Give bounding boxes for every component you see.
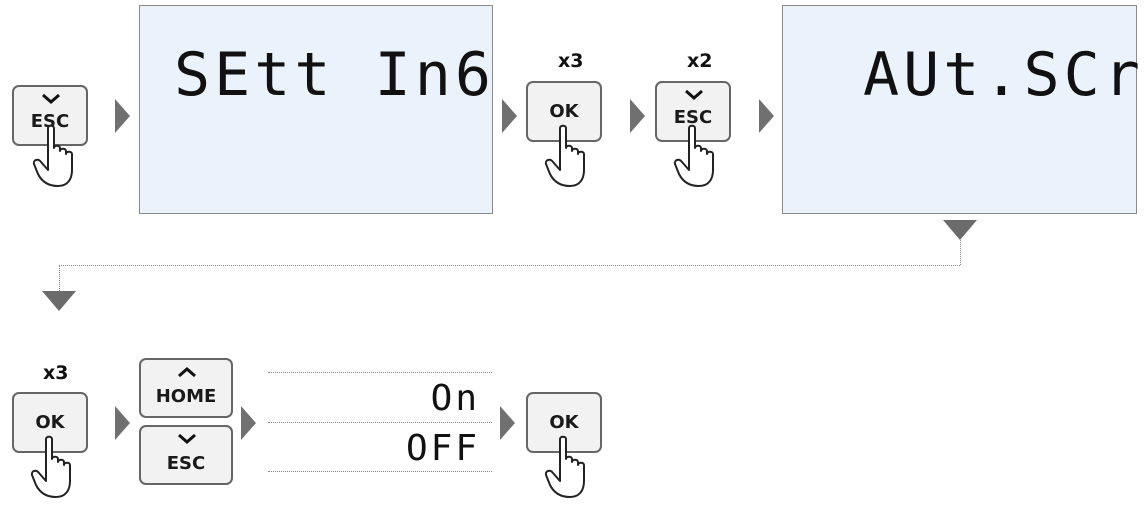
flow-arrow	[759, 99, 774, 133]
repeat-count: x3	[558, 50, 584, 72]
flow-arrow	[115, 406, 130, 440]
connector-horizontal	[59, 265, 960, 266]
repeat-count: x3	[43, 362, 69, 384]
lcd-text-settings: SEtt In6	[174, 40, 495, 110]
lcd-display-settings: SEtt In6	[139, 5, 493, 214]
esc-button[interactable]: ESC	[139, 425, 233, 485]
home-button-label: HOME	[155, 386, 217, 407]
ok-button-label: OK	[549, 101, 579, 122]
option-divider	[268, 372, 492, 373]
repeat-count: x2	[687, 50, 713, 72]
hand-pointer-icon	[30, 435, 72, 498]
flow-arrow	[115, 99, 130, 133]
ok-button-label: OK	[35, 412, 65, 433]
lcd-display-autoscroll: AUt.SCr	[782, 5, 1140, 214]
esc-button-label: ESC	[30, 111, 70, 132]
option-off[interactable]: OFF	[405, 428, 480, 469]
chevron-up-icon	[178, 367, 196, 378]
flow-arrow-down	[42, 291, 76, 311]
connector-vertical	[960, 240, 961, 265]
hand-pointer-icon	[544, 124, 585, 187]
option-divider	[268, 471, 492, 472]
chevron-down-icon	[42, 93, 60, 104]
hand-pointer-icon	[673, 124, 714, 187]
flow-arrow-down	[943, 220, 977, 240]
connector-vertical	[59, 265, 60, 291]
hand-pointer-icon	[32, 124, 73, 187]
ok-button[interactable]: OK	[526, 392, 602, 453]
flow-arrow	[241, 406, 256, 440]
esc-button-label: ESC	[166, 453, 206, 474]
option-divider	[268, 422, 492, 423]
ok-button-label: OK	[549, 412, 579, 433]
flow-arrow	[500, 406, 515, 440]
chevron-down-icon	[178, 433, 196, 444]
flow-arrow	[630, 99, 645, 133]
flow-arrow	[502, 99, 517, 133]
option-on[interactable]: On	[430, 378, 480, 419]
esc-button-label: ESC	[673, 107, 713, 128]
home-button[interactable]: HOME	[139, 358, 233, 418]
chevron-down-icon	[685, 89, 703, 100]
lcd-text-autoscroll: AUt.SCr	[863, 40, 1144, 110]
hand-pointer-icon	[544, 435, 585, 498]
